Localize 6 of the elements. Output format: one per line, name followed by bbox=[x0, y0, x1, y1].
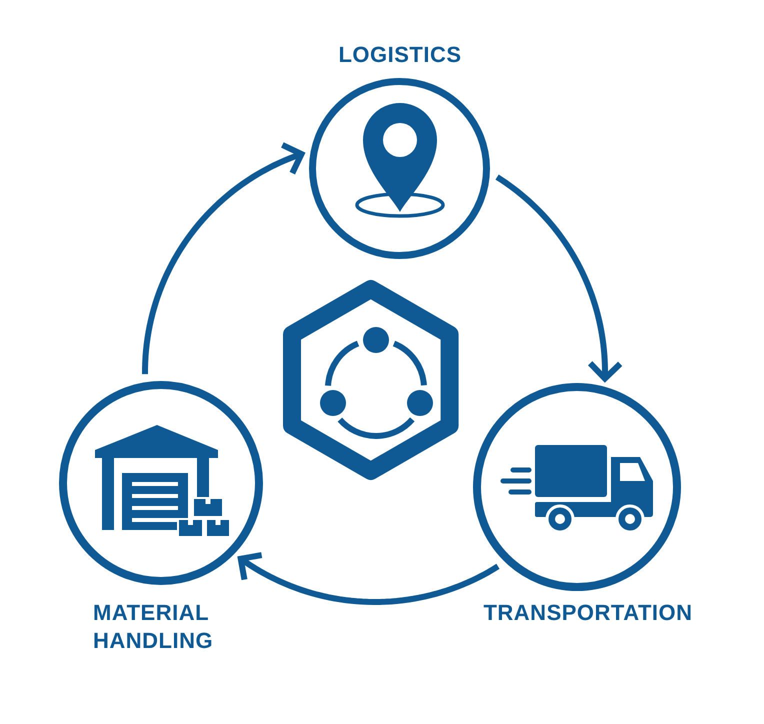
node-label: MATERIAL HANDLING bbox=[93, 599, 214, 655]
node-label: LOGISTICS bbox=[337, 42, 463, 68]
curved-arrow bbox=[238, 552, 500, 605]
curved-arrow bbox=[142, 142, 304, 374]
curved-arrow bbox=[495, 174, 624, 382]
node-label: TRANSPORTATION bbox=[482, 600, 694, 626]
